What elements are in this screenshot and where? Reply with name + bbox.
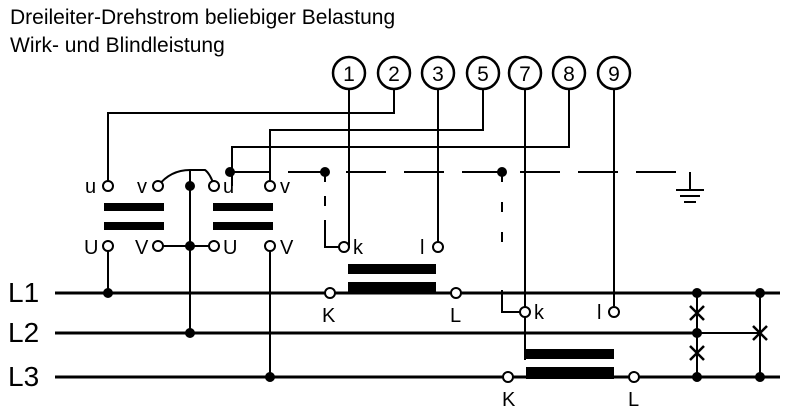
ct2-l-label: l [597,302,601,324]
vt-right-u-point [208,180,220,192]
dot-mid-l2 [692,328,702,338]
ct2-L-label: L [628,389,639,411]
voltage-transformers [104,203,273,230]
dot-right-l1 [755,288,765,298]
lead-terminal-2 [107,89,395,186]
vt-right-V-point [264,240,276,252]
vt-left-u-label: u [85,176,96,198]
vt-left-core-bottom [104,222,164,230]
cross-mark-l2-l3 [689,345,705,361]
terminal-circle-5 [465,55,501,91]
ct2-core-top [526,349,614,359]
terminal-points [102,180,640,383]
vt-right-core-bottom [213,222,273,230]
dot-l2-vt [185,328,195,338]
vt-left-U-point [102,240,114,252]
vt-right-U-point [208,240,220,252]
ct1-K-label: K [322,305,336,327]
terminal-circle-2 [376,55,412,91]
ct2-l-point [608,306,620,318]
ct2-L-point [628,371,640,383]
dot-l1-vt [103,288,113,298]
vt-right-U-label: U [223,237,237,259]
cross-mark-right [752,325,768,341]
terminal-label-2: 2 [388,63,400,86]
ct1-core-top [348,264,436,274]
diagram-subtitle: Wirk- und Blindleistung [10,34,225,57]
terminal-label-3: 3 [432,63,444,86]
ct2-k-point [519,306,531,318]
wires [55,89,780,379]
phase-label-l3: L3 [8,361,39,392]
junction-dots [103,167,765,382]
vt-right-v-point [264,180,276,192]
dot-ground-1 [225,167,235,177]
vt-right-v-label: v [280,176,290,198]
ct1-l-point [432,241,444,253]
vt-right-V-label: V [280,237,294,259]
vt-left-u-point [102,180,114,192]
diagram-title: Dreileiter-Drehstrom beliebiger Belastun… [10,6,396,29]
current-transformers [348,264,614,379]
terminal-circle-1 [331,55,367,91]
ct-labels: k l K L k l K L [322,237,639,411]
ct2-K-point [502,371,514,383]
vt-left-U-label: U [84,237,98,259]
dot-ground-2 [320,167,330,177]
vt-left-V-point [152,240,164,252]
terminal-label-9: 9 [608,63,620,86]
terminal-label-8: 8 [563,63,575,86]
ct1-l-label: l [420,237,424,259]
terminal-circle-8 [551,55,587,91]
vt-left-core-top [104,203,164,211]
vt-bridge-v-u [157,169,215,187]
phase-label-l2: L2 [8,317,39,348]
terminal-circle-3 [420,55,456,91]
vt-right-core-top [213,203,273,211]
dot-l3-vt [265,372,275,382]
vt-labels: u v u v U V U V [84,176,294,259]
terminal-circle-7 [507,55,543,91]
dot-ground-3 [497,167,507,177]
lead-terminal-5 [269,89,484,186]
phase-labels: L1 L2 L3 [8,277,39,392]
terminal-label-5: 5 [477,63,489,86]
ct1-core-bottom [348,282,436,294]
terminal-circle-9 [596,55,632,91]
ct1-k-point [338,241,350,253]
ct1-L-label: L [450,305,461,327]
vt-left-v-point [152,180,164,192]
vt-left-V-label: V [135,237,149,259]
ct2-k-label: k [534,302,545,324]
dot-mid-l3 [692,372,702,382]
dot-mid-l1 [692,288,702,298]
terminal-label-1: 1 [343,63,355,86]
vt-right-u-label: u [223,176,234,198]
terminal-block: 1 2 3 5 7 8 9 [331,55,632,91]
ct2-k-lead [501,290,520,313]
lead-terminal-8 [231,89,570,186]
dot-right-l3 [755,372,765,382]
ground-reference [230,171,704,250]
ct1-k-label: k [353,237,364,259]
dot-vt-center-top [185,181,195,191]
terminal-label-7: 7 [519,63,531,86]
ct2-K-label: K [502,389,516,411]
vt-left-v-label: v [137,176,147,198]
ct1-k-lead [324,222,344,248]
ct1-L-point [450,287,462,299]
dot-vt-center-bottom [185,241,195,251]
cross-mark-l1-l2 [689,305,705,321]
ct1-K-point [324,287,336,299]
cross-marks [689,305,768,361]
ct2-core-bottom [526,367,614,379]
phase-label-l1: L1 [8,277,39,308]
